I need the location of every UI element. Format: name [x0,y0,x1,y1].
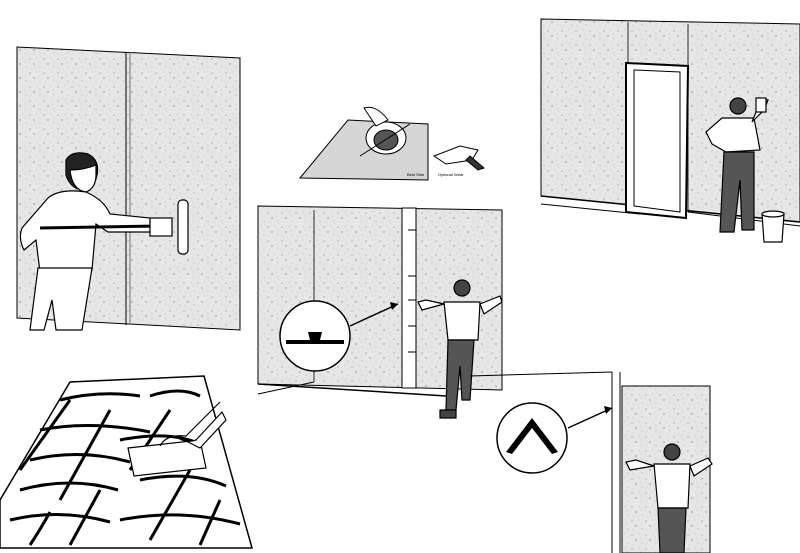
drill-icon [432,145,485,171]
texture-panel [0,375,253,549]
door-panel [540,18,800,243]
worker-figure [19,152,189,331]
seam-panel [257,205,503,419]
worker-figure [625,443,713,553]
tools-panel: Best Side Optional Wear [298,106,485,181]
roller-panel [16,46,241,331]
corner-panel [469,371,800,553]
seam-strip [401,207,417,389]
worker-figure [417,279,503,419]
board-sheet [298,119,429,181]
worker-figure [705,97,785,243]
saw-label: Best Side [407,172,425,177]
profile-callout [279,300,399,372]
drill-label: Optional Wear [438,172,464,177]
corner-callout [496,402,613,474]
circular-saw-icon [359,106,411,157]
trowel-icon [127,401,227,477]
